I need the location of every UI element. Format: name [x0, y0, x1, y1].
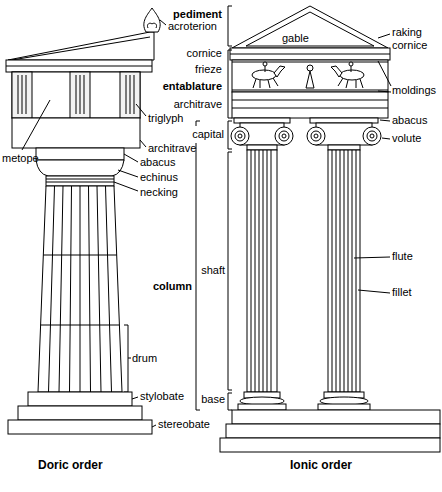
part-label: abacus	[392, 114, 427, 127]
part-label: capital	[192, 128, 224, 141]
part-label: raking cornice	[392, 26, 438, 52]
part-label: fillet	[392, 286, 412, 299]
part-label: base	[201, 393, 225, 406]
part-label: abacus	[140, 156, 175, 169]
part-label: column	[153, 280, 192, 293]
order-caption: Ionic order	[290, 458, 352, 472]
order-caption: Doric order	[38, 458, 103, 472]
part-label: architrave	[148, 142, 196, 155]
part-label: triglyph	[148, 112, 183, 125]
part-label: necking	[140, 186, 178, 199]
part-label: moldings	[392, 84, 436, 97]
part-label: stylobate	[140, 390, 184, 403]
part-label: acroterion	[168, 20, 217, 33]
part-label: gable	[282, 32, 309, 45]
part-label: shaft	[201, 264, 225, 277]
part-label: metope	[2, 152, 39, 165]
part-label: echinus	[140, 171, 178, 184]
part-label: cornice	[187, 47, 222, 60]
part-label: architrave	[174, 98, 222, 111]
part-label: flute	[392, 250, 413, 263]
part-label: volute	[392, 132, 421, 145]
part-label: entablature	[163, 80, 222, 93]
part-label: pediment	[173, 8, 222, 21]
part-label: stereobate	[158, 418, 210, 431]
part-label: frieze	[195, 63, 222, 76]
part-label: drum	[132, 352, 157, 365]
